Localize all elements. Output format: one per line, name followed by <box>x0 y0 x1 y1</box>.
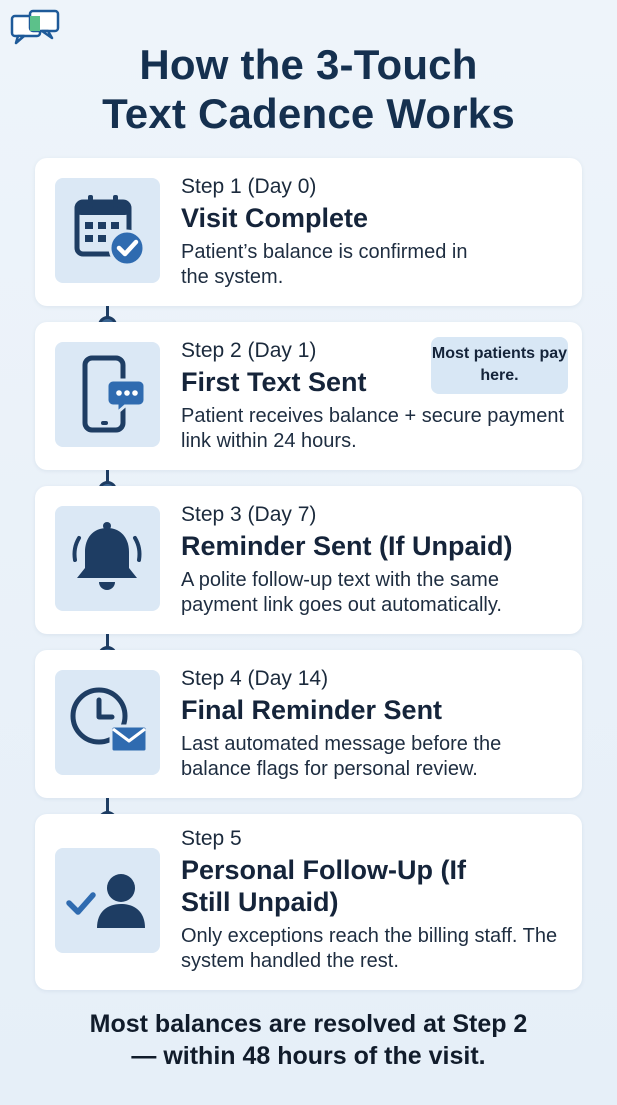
step-icon-box <box>55 670 160 775</box>
callout-badge: Most patients pay here. <box>431 337 568 394</box>
bell-icon <box>72 522 142 590</box>
step-title: Final Reminder Sent <box>181 695 443 725</box>
footer-line-1: Most balances are resolved at Step 2 <box>89 1010 528 1038</box>
step-label: Step 4 (Day 14) <box>181 667 329 690</box>
calendar-check-icon <box>74 195 146 267</box>
step-description: Patient’s balance is confirmed in the sy… <box>181 241 468 288</box>
step-card-4: Step 4 (Day 14) Final Reminder Sent Last… <box>35 650 582 798</box>
footer-summary: Most balances are resolved at Step 2 — w… <box>0 1008 617 1072</box>
step-description: Patient receives balance + secure paymen… <box>181 405 564 452</box>
step-description: Last automated message before the balanc… <box>181 733 502 780</box>
clock-mail-icon <box>70 687 149 754</box>
step-icon-box <box>55 342 160 447</box>
step-card-5: Step 5 Personal Follow-Up (If Still Unpa… <box>35 814 582 990</box>
step-icon-box <box>55 178 160 283</box>
phone-chat-icon <box>82 355 147 433</box>
step-icon-box <box>55 506 160 611</box>
step-label: Step 1 (Day 0) <box>181 175 317 198</box>
step-icon-box <box>55 848 160 953</box>
step-card-3: Step 3 (Day 7) Reminder Sent (If Unpaid)… <box>35 486 582 634</box>
step-label: Step 3 (Day 7) <box>181 503 317 526</box>
step-label: Step 5 <box>181 827 242 850</box>
title-line-1: How the 3-Touch <box>139 41 478 88</box>
step-title: Visit Complete <box>181 203 369 233</box>
step-title: Reminder Sent (If Unpaid) <box>181 531 513 561</box>
step-description: A polite follow-up text with the same pa… <box>181 569 502 616</box>
step-card-2: Step 2 (Day 1) First Text Sent Patient r… <box>35 322 582 470</box>
chat-bubbles-logo-icon <box>10 9 60 45</box>
footer-line-2: — within 48 hours of the visit. <box>131 1042 486 1070</box>
user-check-icon <box>66 874 145 928</box>
step-card-1: Step 1 (Day 0) Visit Complete Patient’s … <box>35 158 582 306</box>
step-title: First Text Sent <box>181 367 367 397</box>
step-title: Personal Follow-Up (If Still Unpaid) <box>181 855 467 917</box>
step-description: Only exceptions reach the billing staff.… <box>181 925 558 972</box>
page-title: How the 3-Touch Text Cadence Works <box>0 40 617 138</box>
step-label: Step 2 (Day 1) <box>181 339 317 362</box>
title-line-2: Text Cadence Works <box>102 90 515 137</box>
